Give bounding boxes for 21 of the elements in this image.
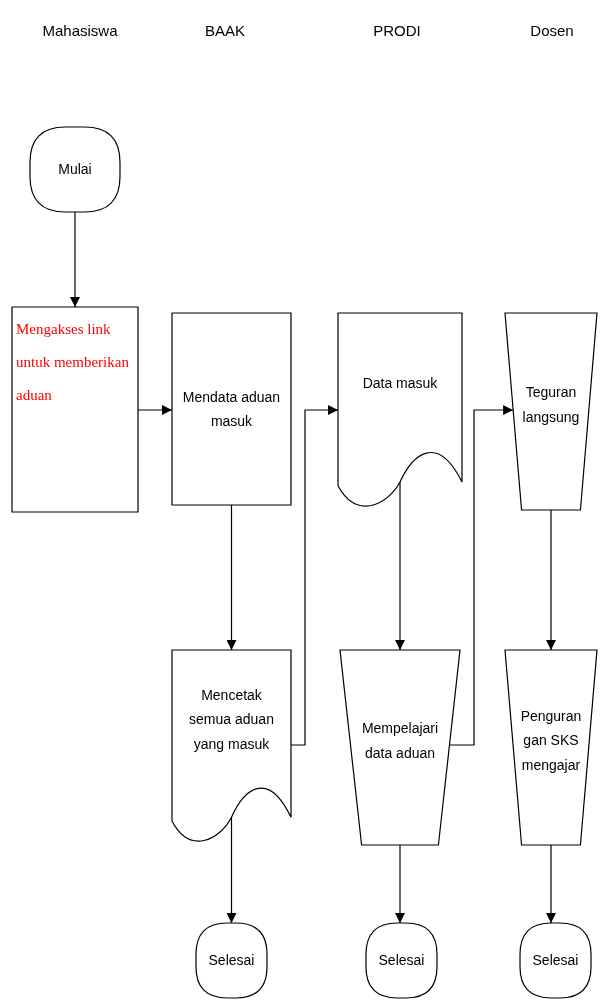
arrow	[546, 844, 556, 924]
step-text: Mengakses link untuk memberikan aduan	[16, 320, 130, 405]
arrow	[70, 211, 80, 308]
step-text: Penguran gan SKS mengajar	[520, 706, 582, 775]
lane-heading: Dosen	[530, 22, 574, 39]
lane-heading: Mahasiswa	[42, 22, 118, 39]
lane-heading: PRODI	[373, 22, 421, 39]
step-text: Mulai	[58, 160, 92, 180]
arrow	[226, 816, 237, 924]
step-text: Mencetak semua aduan yang masuk	[188, 685, 275, 754]
arrow	[226, 504, 237, 651]
step-text: Teguran langsung	[521, 383, 581, 427]
step-text: Selesai	[532, 951, 579, 971]
step-text: Mendata aduan masuk	[181, 387, 282, 431]
arrow	[546, 509, 556, 651]
arrow	[395, 844, 405, 924]
step-text: Selesai	[208, 951, 255, 971]
step-text: Data masuk	[362, 373, 438, 393]
step-text: Selesai	[378, 951, 425, 971]
step-text: Mempelajari data aduan	[361, 719, 439, 763]
lane-heading: BAAK	[205, 22, 245, 39]
